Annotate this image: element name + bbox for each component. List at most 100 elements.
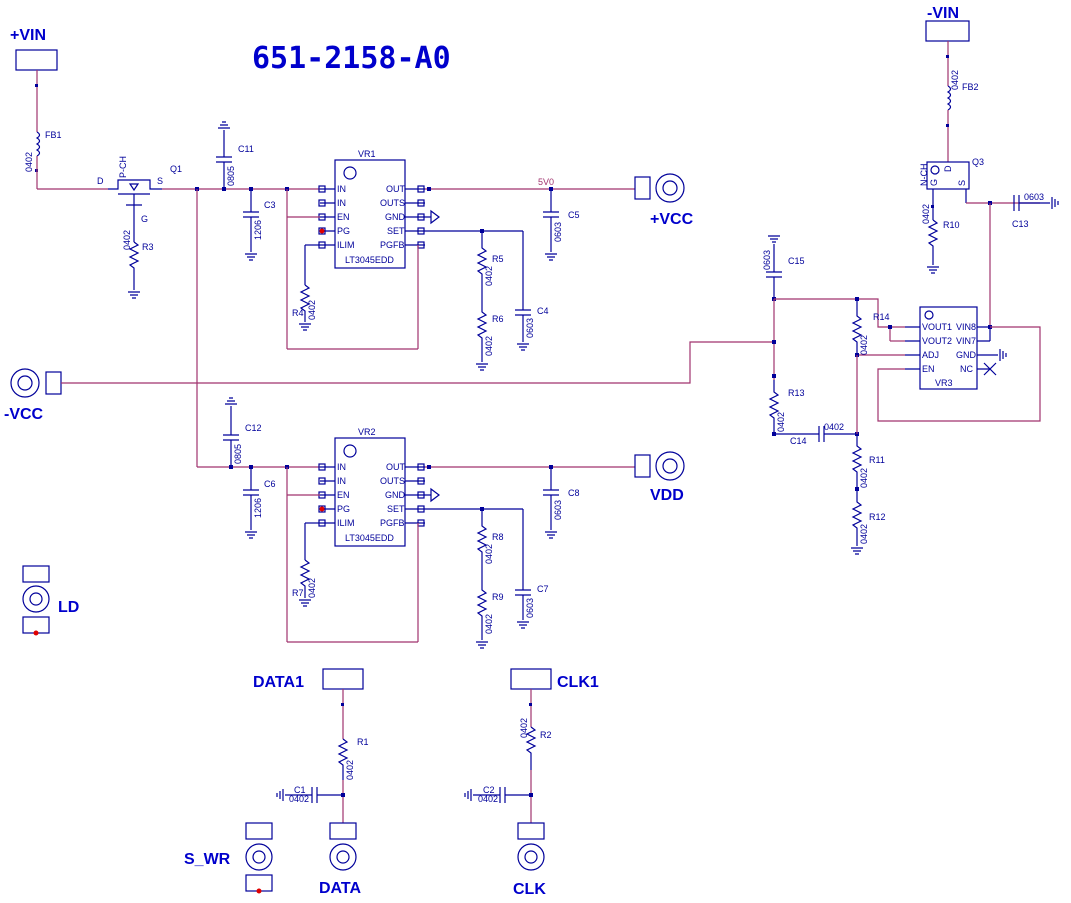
resistor-r8: R8 0402 — [476, 509, 504, 573]
capacitor-c4: C4 0603 — [515, 306, 549, 351]
r2-ref: R2 — [540, 730, 552, 740]
port-data-label: DATA — [319, 880, 362, 897]
vr3-pin-vout2: VOUT2 — [922, 336, 952, 346]
resistor-r1: R1 0402 — [337, 737, 369, 780]
fb2-pkg: 0402 — [950, 70, 960, 90]
vr2-pin-in2: IN — [337, 476, 346, 486]
r11-ref: R11 — [869, 455, 885, 465]
regulator-vr1: VR1 LT3045EDD IN IN EN PG ILIM OUT OUTS … — [318, 149, 425, 269]
q1-type: P-CH — [118, 156, 128, 178]
vr1-pin-pg: PG — [337, 226, 350, 236]
capacitor-c3: C3 1206 — [243, 189, 276, 261]
resistor-r2: R2 0402 — [519, 718, 552, 770]
r14-pkg: 0402 — [859, 335, 869, 355]
port-clk1-label: CLK1 — [557, 674, 599, 691]
c12-ref: C12 — [245, 423, 262, 433]
port-data1: DATA1 — [253, 668, 364, 691]
port-clk: CLK — [513, 822, 546, 898]
c11-pkg: 0805 — [226, 166, 236, 186]
vr1-pin-stubs-right — [405, 185, 425, 249]
r8-ref: R8 — [492, 532, 504, 542]
r13-ref: R13 — [788, 388, 805, 398]
drawing-number-title: 651-2158-A0 — [252, 41, 451, 76]
capacitor-c6: C6 1206 — [243, 467, 276, 539]
q1-drain: D — [97, 176, 104, 186]
vr1-pin-pgfb: PGFB — [380, 240, 405, 250]
vr3-pin-stubs — [905, 326, 990, 370]
resistor-r5: R5 0402 — [476, 231, 504, 295]
vr1-pin-in1: IN — [337, 184, 346, 194]
capacitor-c14: C14 0402 — [790, 422, 857, 446]
capacitor-c13: 0603 C13 — [1012, 192, 1059, 229]
vr1-pin-gnd: GND — [385, 212, 406, 222]
fb1-ref: FB1 — [45, 130, 62, 140]
r9-ref: R9 — [492, 592, 504, 602]
capacitor-c8: C8 0603 — [543, 467, 580, 539]
c3-pkg: 1206 — [253, 220, 263, 240]
vr1-pg-marker — [319, 228, 325, 234]
r12-ref: R12 — [869, 512, 886, 522]
port-vdd-label: VDD — [650, 487, 684, 504]
c5-ref: C5 — [568, 210, 580, 220]
resistor-r13: R13 0402 — [768, 380, 805, 434]
vr2-pin-pgfb: PGFB — [380, 518, 405, 528]
port-vin-neg: -VIN — [925, 5, 970, 42]
r2-pkg: 0402 — [519, 718, 529, 738]
vr3-pin-adj: ADJ — [922, 350, 939, 360]
vr2-pin-en: EN — [337, 490, 350, 500]
capacitor-c12: C12 0805 — [223, 397, 262, 467]
r10-pkg: 0402 — [921, 204, 931, 224]
c7-pkg: 0603 — [525, 598, 535, 618]
c12-pkg: 0805 — [233, 444, 243, 464]
r13-pkg: 0402 — [776, 412, 786, 432]
port-clk-label: CLK — [513, 881, 546, 898]
vr2-pin-stubs-right — [405, 463, 425, 527]
vr1-pin-outs: OUTS — [380, 198, 405, 208]
capacitor-c15: C15 0603 — [762, 235, 805, 278]
vr3-pin-vin7: VIN7 — [956, 336, 976, 346]
port-clk1: CLK1 — [510, 668, 599, 691]
port-s-wr: S_WR — [184, 822, 273, 894]
port-vin-pos-label: +VIN — [10, 27, 46, 44]
port-vin-neg-label: -VIN — [927, 5, 959, 22]
c8-pkg: 0603 — [553, 500, 563, 520]
ferrite-bead-fb1: FB1 0402 — [24, 84, 62, 172]
capacitor-c11: C11 0805 — [216, 121, 254, 189]
c3-ref: C3 — [264, 200, 276, 210]
port-data: DATA — [319, 822, 362, 897]
vr3-pin-nc: NC — [960, 364, 973, 374]
port-ld-label: LD — [58, 599, 79, 616]
resistor-r4: R4 0402 — [292, 284, 317, 322]
vr2-pin-pg: PG — [337, 504, 350, 514]
vr2-ref: VR2 — [358, 427, 376, 437]
c7-ref: C7 — [537, 584, 549, 594]
vr1-pin-ilim: ILIM — [337, 240, 355, 250]
c5-pkg: 0603 — [553, 222, 563, 242]
vr2-pin-in1: IN — [337, 462, 346, 472]
vr2-pin-set: SET — [387, 504, 405, 514]
port-vcc-pos: +VCC — [634, 173, 694, 228]
capacitor-c5: C5 0603 — [543, 189, 580, 261]
port-s-wr-label: S_WR — [184, 851, 231, 868]
r3-pkg: 0402 — [122, 230, 132, 250]
c15-ref: C15 — [788, 256, 805, 266]
r7-ref: R7 — [292, 588, 304, 598]
vr2-part: LT3045EDD — [345, 533, 394, 543]
vr1-pin-out: OUT — [386, 184, 406, 194]
r8-pkg: 0402 — [484, 544, 494, 564]
r9-pkg: 0402 — [484, 614, 494, 634]
c4-pkg: 0603 — [525, 318, 535, 338]
r4-ref: R4 — [292, 308, 304, 318]
c2-pkg: 0402 — [478, 794, 498, 804]
resistor-r6: R6 0402 — [476, 295, 504, 362]
resistor-r12: R12 0402 — [851, 490, 886, 546]
vr1-pin-en: EN — [337, 212, 350, 222]
port-vcc-pos-label: +VCC — [650, 211, 694, 228]
c11-ref: C11 — [238, 144, 254, 154]
regulator-vr3: VR3 VOUT1 VOUT2 ADJ EN VIN8 VIN7 GND NC — [905, 306, 990, 390]
q3-drain: D — [943, 165, 953, 172]
r1-ref: R1 — [357, 737, 369, 747]
transistor-q1: D S G P-CH Q1 — [97, 156, 182, 224]
r5-pkg: 0402 — [484, 266, 494, 286]
